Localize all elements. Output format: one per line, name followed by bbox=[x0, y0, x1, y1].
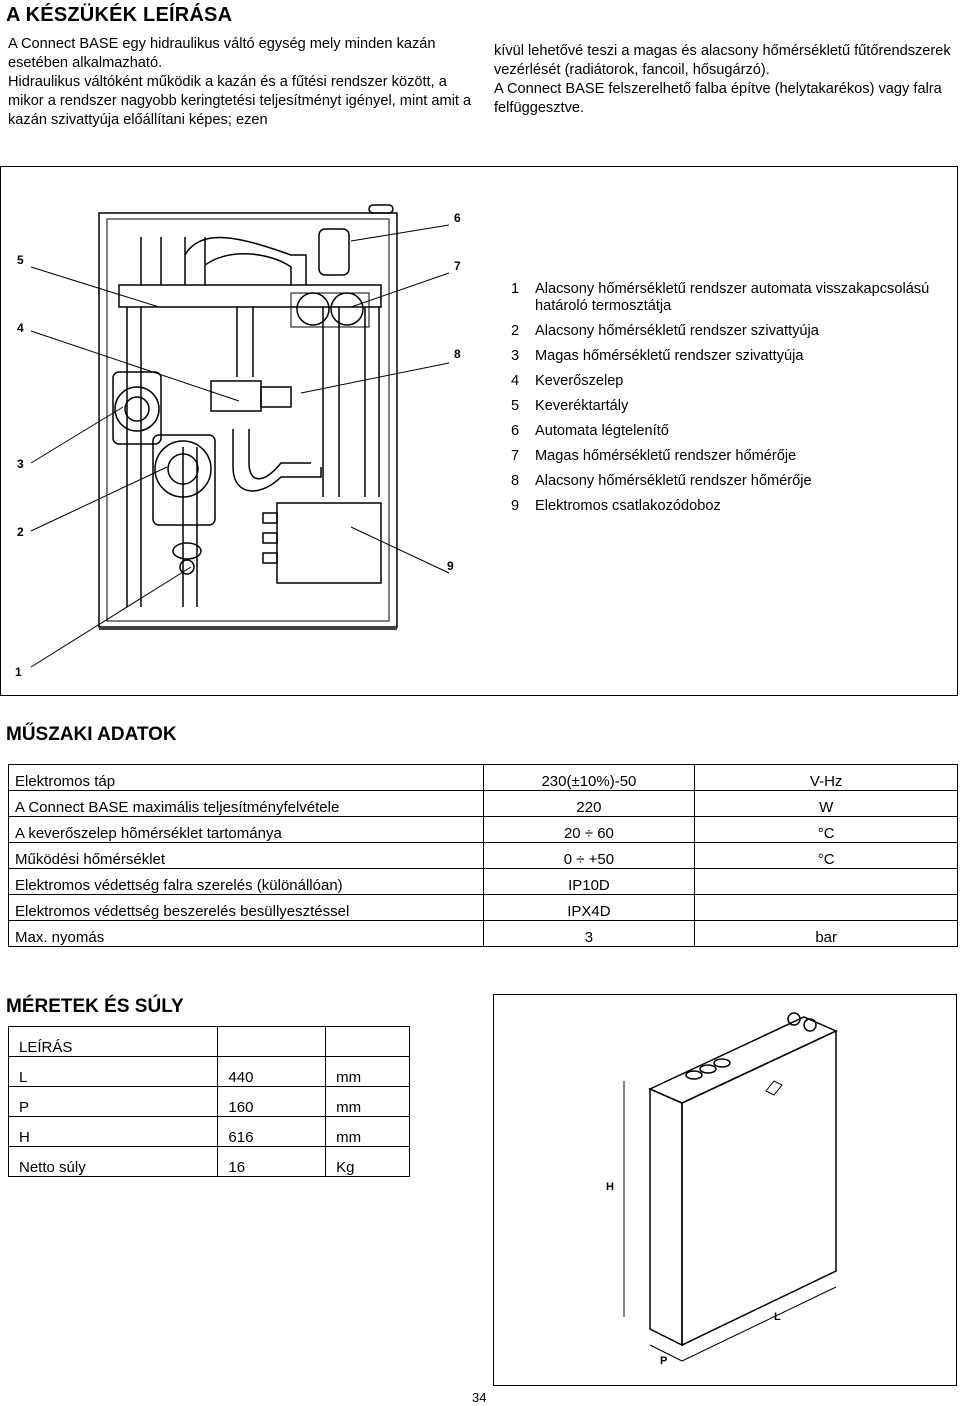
intro-left-column: A Connect BASE egy hidraulikus váltó egy… bbox=[8, 35, 476, 130]
vent-cap bbox=[368, 204, 394, 214]
mixing-valve-shape bbox=[210, 380, 262, 412]
air-vent-shape bbox=[318, 228, 350, 276]
intro-right-column: kívül lehetővé teszi a magas és alacsony… bbox=[494, 42, 960, 118]
mixing-tank-shape bbox=[118, 284, 382, 308]
section-title-description: A KÉSZÜKÉK LEÍRÁSA bbox=[6, 4, 233, 26]
intro-paragraph-3: kívül lehetővé teszi a magas és alacsony… bbox=[494, 43, 951, 78]
callout-8: 8 bbox=[454, 347, 461, 361]
callout-6: 6 bbox=[454, 211, 461, 225]
callout-1: 1 bbox=[15, 665, 22, 679]
hydraulic-unit-drawing bbox=[30, 204, 450, 668]
callout-2: 2 bbox=[17, 525, 24, 539]
page-number: 34 bbox=[472, 1390, 487, 1405]
intro-paragraph-4: A Connect BASE felszerelhető falba építv… bbox=[494, 81, 942, 116]
unit-3d-svg bbox=[623, 1012, 838, 1362]
pump-3-shape bbox=[114, 386, 160, 432]
callout-3: 3 bbox=[17, 457, 24, 471]
section-title-dimensions: MÉRETEK ÉS SÚLY bbox=[6, 996, 184, 1017]
cabinet-outline bbox=[98, 212, 398, 628]
dim-label-h: H bbox=[606, 1181, 614, 1193]
intro-paragraph-2: Hidraulikus váltóként működik a kazán és… bbox=[8, 74, 472, 128]
table-row: Elektromos védettség falra szerelés (kül… bbox=[8, 868, 958, 895]
dim-label-l: L bbox=[774, 1311, 781, 1323]
dim-label-p: P bbox=[660, 1355, 668, 1367]
junction-box-shape bbox=[276, 502, 382, 584]
table-row: A Connect BASE maximális teljesítményfel… bbox=[8, 790, 958, 817]
table-header-row: LEÍRÁS bbox=[7, 1026, 410, 1057]
callout-5: 5 bbox=[17, 253, 24, 267]
intro-paragraph-1: A Connect BASE egy hidraulikus váltó egy… bbox=[8, 36, 436, 71]
table-row: Elektromos védettség beszerelés besüllye… bbox=[8, 894, 958, 921]
callout-7: 7 bbox=[454, 259, 461, 273]
unit-3d-drawing: H L P bbox=[493, 994, 957, 1386]
section-title-tech-data: MŰSZAKI ADATOK bbox=[6, 724, 177, 745]
callout-9: 9 bbox=[447, 559, 454, 573]
pump-2-shape bbox=[154, 440, 212, 498]
callout-4: 4 bbox=[17, 321, 24, 335]
